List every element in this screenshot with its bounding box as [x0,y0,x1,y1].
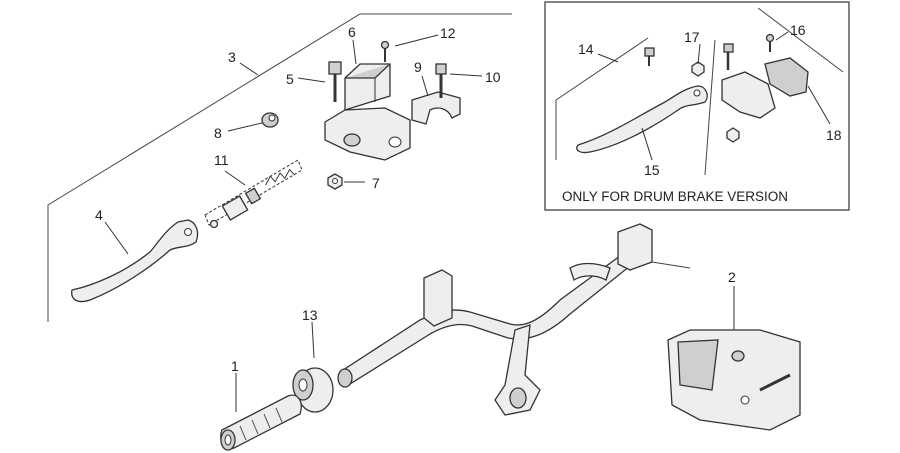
callout-1: 1 [231,358,239,374]
inset-note: ONLY FOR DRUM BRAKE VERSION [562,189,788,204]
inset-screw-16 [765,33,775,52]
drum-brake-inset: ONLY FOR DRUM BRAKE VERSION [544,1,850,211]
callout-18: 18 [826,127,842,143]
brake-lever [71,219,199,303]
callout-3: 3 [228,49,236,65]
spacer-ring [292,367,334,413]
handlebar-frame [337,223,691,416]
assembly-bracket-lines [47,13,512,322]
callout-7: 7 [372,175,380,191]
callout-8: 8 [214,125,222,141]
callout-2: 2 [728,269,736,285]
screw-10 [435,63,447,98]
callout-10: 10 [485,69,501,85]
screw-5 [328,61,342,102]
callouts: 3 4 5 6 12 9 10 8 11 7 13 1 2 14 15 17 1… [95,22,842,374]
handlebar-clamp [411,91,461,125]
callout-14: 14 [578,41,594,57]
callout-6: 6 [348,24,356,40]
bush [261,112,279,128]
callout-12: 12 [440,25,456,41]
handlebar-grip [220,394,302,451]
leader-lines [104,31,831,412]
inset-pin-14 [644,47,655,66]
master-cylinder [324,63,411,161]
control-switch [667,329,801,431]
screw-12 [380,40,390,62]
inset-nut-17 [691,61,705,77]
inset-screw-17b [723,43,734,70]
callout-11: 11 [214,152,229,168]
callout-16: 16 [790,22,806,38]
callout-13: 13 [302,307,318,323]
inset-bracket [721,57,809,119]
inset-nut-bottom [726,127,740,143]
callout-4: 4 [95,207,103,223]
callout-15: 15 [644,162,660,178]
callout-9: 9 [414,59,422,75]
cylinder-rod-kit [204,159,303,229]
drum-brake-lever [576,85,708,154]
callout-5: 5 [286,71,294,87]
callout-17: 17 [684,29,700,45]
nut [327,173,343,190]
